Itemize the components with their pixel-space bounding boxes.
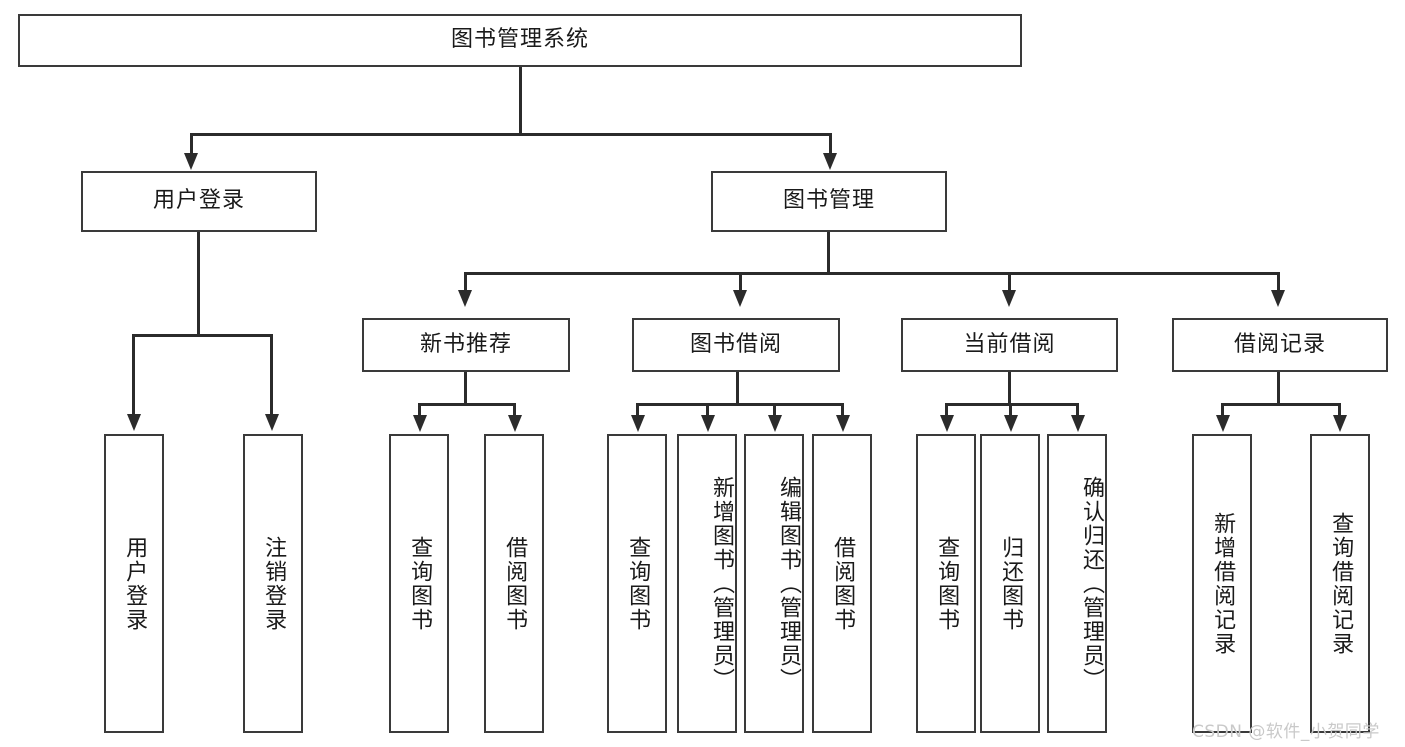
edge-root-bus [190,133,832,136]
edge-book-manage-drop-3 [1008,272,1011,292]
edge-root-to-user-login [190,133,193,155]
edge-book-manage-drop-1 [464,272,467,292]
node-label: 借阅图书 [830,535,856,632]
edge-root-to-book-manage [829,133,832,155]
arrowhead-current-borrow [1002,290,1016,307]
edge-root-stem [519,67,522,135]
arrowhead-leaf-cb-2 [1004,415,1018,432]
edge-new-book-recommend-bus [418,403,516,406]
edge-user-login-bus [132,334,273,337]
edge-book-manage-bus [464,272,1280,275]
arrowhead-leaf-user-login-1 [127,414,141,431]
edge-borrow-record-stem [1277,372,1280,406]
arrowhead-leaf-cb-1 [940,415,954,432]
node-label: 注销登录 [261,535,287,632]
node-label: 用户登录 [122,535,148,632]
edge-book-manage-drop-4 [1277,272,1280,292]
leaf-nbr-borrow-book[interactable]: 借阅图书 [484,434,544,733]
node-label: 新增图书（管理员） [709,475,734,692]
node-label: 图书管理 [782,188,875,214]
leaf-cb-return-book[interactable]: 归还图书 [980,434,1040,733]
arrowhead-leaf-br-2 [1333,415,1347,432]
arrowhead-leaf-nbr-1 [413,415,427,432]
leaf-cb-confirm-return-admin[interactable]: 确认归还（管理员） [1047,434,1107,733]
edge-bb-drop-4 [841,403,844,417]
edge-new-book-recommend-stem [464,372,467,406]
node-current-borrow[interactable]: 当前借阅 [901,318,1118,372]
edge-user-login-stem [197,232,200,337]
node-label: 归还图书 [998,535,1024,632]
node-borrow-record[interactable]: 借阅记录 [1172,318,1388,372]
arrowhead-leaf-br-1 [1216,415,1230,432]
leaf-user-login-logout[interactable]: 注销登录 [243,434,303,733]
node-label: 新书推荐 [419,331,512,357]
node-label: 查询图书 [407,535,433,632]
node-book-borrow[interactable]: 图书借阅 [632,318,840,372]
node-user-login[interactable]: 用户登录 [81,171,317,232]
leaf-bb-add-book-admin[interactable]: 新增图书（管理员） [677,434,737,733]
leaf-br-add-record[interactable]: 新增借阅记录 [1192,434,1252,733]
edge-br-drop-1 [1221,403,1224,417]
edge-current-borrow-bus [945,403,1079,406]
arrowhead-borrow-record [1271,290,1285,307]
edge-current-borrow-stem [1008,372,1011,406]
arrowhead-leaf-user-login-2 [265,414,279,431]
node-label: 当前借阅 [963,331,1056,357]
arrowhead-new-book-recommend [458,290,472,307]
edge-book-manage-drop-2 [739,272,742,292]
node-label: 编辑图书（管理员） [776,475,801,692]
node-label: 图书管理系统 [450,27,589,53]
node-root-system[interactable]: 图书管理系统 [18,14,1022,67]
edge-book-manage-stem [827,232,830,275]
leaf-bb-edit-book-admin[interactable]: 编辑图书（管理员） [744,434,804,733]
edge-nbr-drop-2 [513,403,516,417]
node-label: 查询图书 [934,535,960,632]
edge-book-borrow-bus [636,403,844,406]
node-label: 确认归还（管理员） [1079,475,1104,692]
edge-br-drop-2 [1338,403,1341,417]
node-book-manage[interactable]: 图书管理 [711,171,947,232]
arrowhead-book-manage [823,153,837,170]
arrowhead-user-login [184,153,198,170]
arrowhead-leaf-bb-3 [768,415,782,432]
node-new-book-recommend[interactable]: 新书推荐 [362,318,570,372]
arrowhead-leaf-bb-4 [836,415,850,432]
edge-bb-drop-2 [706,403,709,417]
edge-user-login-drop-2 [270,334,273,416]
arrowhead-leaf-bb-2 [701,415,715,432]
edge-cb-drop-3 [1076,403,1079,417]
edge-borrow-record-bus [1221,403,1341,406]
node-label: 用户登录 [152,188,245,214]
edge-nbr-drop-1 [418,403,421,417]
leaf-nbr-query-book[interactable]: 查询图书 [389,434,449,733]
arrowhead-leaf-nbr-2 [508,415,522,432]
node-label: 查询图书 [625,535,651,632]
leaf-bb-query-book[interactable]: 查询图书 [607,434,667,733]
csdn-watermark: CSDN @软件_小贺同学 [1192,722,1380,742]
leaf-cb-query-book[interactable]: 查询图书 [916,434,976,733]
edge-cb-drop-1 [945,403,948,417]
node-label: 借阅图书 [502,535,528,632]
leaf-br-query-record[interactable]: 查询借阅记录 [1310,434,1370,733]
leaf-user-login-login[interactable]: 用户登录 [104,434,164,733]
edge-cb-drop-2 [1009,403,1012,417]
arrowhead-leaf-bb-1 [631,415,645,432]
edge-user-login-drop-1 [132,334,135,416]
edge-bb-drop-3 [773,403,776,417]
node-label: 新增借阅记录 [1210,511,1236,656]
node-label: 图书借阅 [689,331,782,357]
edge-book-borrow-stem [736,372,739,406]
leaf-bb-borrow-book[interactable]: 借阅图书 [812,434,872,733]
node-label: 查询借阅记录 [1328,511,1354,656]
arrowhead-leaf-cb-3 [1071,415,1085,432]
node-label: 借阅记录 [1233,331,1326,357]
arrowhead-book-borrow [733,290,747,307]
edge-bb-drop-1 [636,403,639,417]
